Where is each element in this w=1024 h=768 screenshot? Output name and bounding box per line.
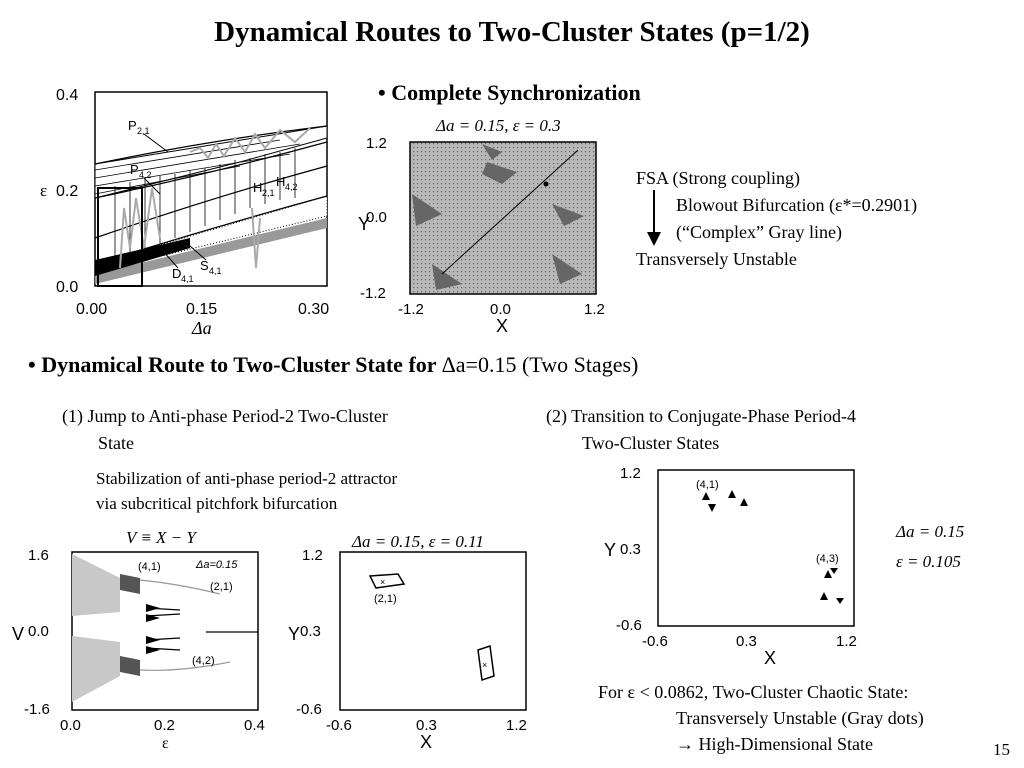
- conjugate-phase-plot: (4,1) (4,3) 1.2 0.3 -0.6 -0.6 0.3 1.2 Y …: [604, 465, 857, 668]
- antiphase-plot: × × (2,1) 1.2 0.3 -0.6 -0.6 0.3 1.2 Y X: [288, 547, 527, 752]
- stage1-desc-line2: via subcritical pitchfork bifurcation: [96, 494, 338, 513]
- note-complex: (“Complex” Gray line): [676, 222, 842, 242]
- svg-text:0.30: 0.30: [298, 301, 329, 318]
- stage1-title-line1: (1) Jump to Anti-phase Period-2 Two-Clus…: [62, 406, 388, 426]
- svg-text:0.0: 0.0: [28, 623, 49, 640]
- svg-text:1.2: 1.2: [620, 465, 641, 482]
- phase-ylabel: ε: [40, 181, 47, 200]
- label-H21: H: [253, 180, 262, 195]
- svg-text:-0.6: -0.6: [326, 717, 352, 734]
- svg-text:0.0: 0.0: [490, 301, 511, 318]
- svg-text:-0.6: -0.6: [642, 633, 668, 650]
- svg-text:(4,1): (4,1): [696, 479, 719, 491]
- bif-ylabel: V: [12, 624, 24, 644]
- svg-text:1.2: 1.2: [506, 717, 527, 734]
- conj-ylabel: Y: [604, 540, 616, 560]
- stage2-title-line2: Two-Cluster States: [582, 433, 720, 453]
- svg-text:4,1: 4,1: [209, 266, 222, 276]
- svg-text:(4,2): (4,2): [192, 655, 215, 667]
- footer-line1: For ε < 0.0862, Two-Cluster Chaotic Stat…: [598, 682, 909, 702]
- svg-text:1.2: 1.2: [584, 301, 605, 318]
- label-D41: D: [172, 266, 181, 281]
- label-H42: H: [276, 174, 285, 189]
- svg-text:0.3: 0.3: [300, 623, 321, 640]
- svg-text:Δa=0.15: Δa=0.15: [195, 559, 238, 571]
- section2-heading: • Dynamical Route to Two-Cluster State f…: [28, 352, 639, 377]
- note-fsa: FSA (Strong coupling): [636, 168, 801, 188]
- phase-diagram: P 2,1 P 4,2 H 2,1 H 4,2 D 4,1 S 4,1 0.4 …: [40, 87, 329, 338]
- sync-param-label: Δa = 0.15, ε = 0.3: [436, 116, 561, 135]
- sync-xlabel: X: [496, 316, 508, 336]
- page-number: 15: [993, 740, 1010, 759]
- svg-text:1.6: 1.6: [28, 547, 49, 564]
- sync-dark-cusps: [412, 144, 584, 290]
- conj-param1: Δa = 0.15: [896, 522, 965, 541]
- arrow-down-icon: [647, 190, 661, 246]
- stage2-title-line1: (2) Transition to Conjugate-Phase Period…: [546, 406, 856, 426]
- svg-text:-1.2: -1.2: [398, 301, 424, 318]
- sync-ylabel: Y: [358, 214, 370, 234]
- label-P21: P: [128, 118, 137, 133]
- svg-text:2,1: 2,1: [137, 126, 150, 136]
- hatch-vertical: [114, 148, 296, 258]
- svg-text:2,1: 2,1: [262, 188, 275, 198]
- region-gray: [95, 218, 327, 284]
- slide-title: Dynamical Routes to Two-Cluster States (…: [214, 16, 810, 48]
- svg-text:0.3: 0.3: [620, 541, 641, 558]
- svg-text:1.2: 1.2: [302, 547, 323, 564]
- svg-text:-1.2: -1.2: [360, 285, 386, 302]
- footer-line3: → High-Dimensional State: [676, 734, 873, 754]
- stage1-desc-line1: Stabilization of anti-phase period-2 att…: [96, 469, 398, 488]
- svg-text:×: ×: [482, 660, 487, 670]
- svg-text:1.2: 1.2: [366, 135, 387, 152]
- anti-ylabel: Y: [288, 624, 300, 644]
- label-P42: P: [130, 162, 139, 177]
- svg-text:(2,1): (2,1): [374, 593, 397, 605]
- bif-top-label: V ≡ X − Y: [126, 528, 196, 547]
- footer-line2: Transversely Unstable (Gray dots): [676, 708, 924, 728]
- section1-heading: • Complete Synchronization: [378, 80, 641, 105]
- svg-text:-1.6: -1.6: [24, 701, 50, 718]
- bif-xlabel: ε: [162, 735, 169, 752]
- svg-text:0.4: 0.4: [56, 87, 78, 104]
- svg-text:-0.6: -0.6: [616, 617, 642, 634]
- svg-text:0.2: 0.2: [154, 717, 175, 734]
- svg-text:0.0: 0.0: [56, 279, 78, 296]
- stage1-title-line2: State: [98, 433, 134, 453]
- svg-text:(4,1): (4,1): [138, 561, 161, 573]
- conj-param2: ε = 0.105: [896, 552, 961, 571]
- label-S41: S: [200, 258, 209, 273]
- phase-xlabel: Δa: [191, 318, 212, 338]
- svg-text:0.0: 0.0: [60, 717, 81, 734]
- svg-text:0.00: 0.00: [76, 301, 107, 318]
- note-unstable: Transversely Unstable: [636, 249, 797, 269]
- note-blowout: Blowout Bifurcation (ε*=0.2901): [676, 195, 918, 215]
- svg-text:4,2: 4,2: [139, 170, 152, 180]
- anti-param-label: Δa = 0.15, ε = 0.11: [352, 532, 484, 551]
- svg-text:0.3: 0.3: [736, 633, 757, 650]
- svg-text:4,2: 4,2: [285, 182, 298, 192]
- bifurcation-diagram: Δa=0.15 (4,1) (2,1) (4,2) 1.6 0.0 -1.6 0…: [12, 547, 265, 752]
- svg-text:0.15: 0.15: [186, 301, 217, 318]
- svg-text:0.4: 0.4: [244, 717, 265, 734]
- svg-text:-0.6: -0.6: [296, 701, 322, 718]
- svg-text:×: ×: [380, 577, 385, 587]
- anti-xlabel: X: [420, 732, 432, 752]
- conj-xlabel: X: [764, 648, 776, 668]
- svg-text:(4,3): (4,3): [816, 553, 839, 565]
- sync-attractor-plot: 1.2 0.0 -1.2 -1.2 0.0 1.2 Y X: [358, 135, 605, 336]
- svg-text:1.2: 1.2: [836, 633, 857, 650]
- svg-text:0.2: 0.2: [56, 183, 78, 200]
- svg-text:0.0: 0.0: [366, 209, 387, 226]
- svg-text:4,1: 4,1: [181, 274, 194, 284]
- svg-text:(2,1): (2,1): [210, 581, 233, 593]
- svg-text:0.3: 0.3: [416, 717, 437, 734]
